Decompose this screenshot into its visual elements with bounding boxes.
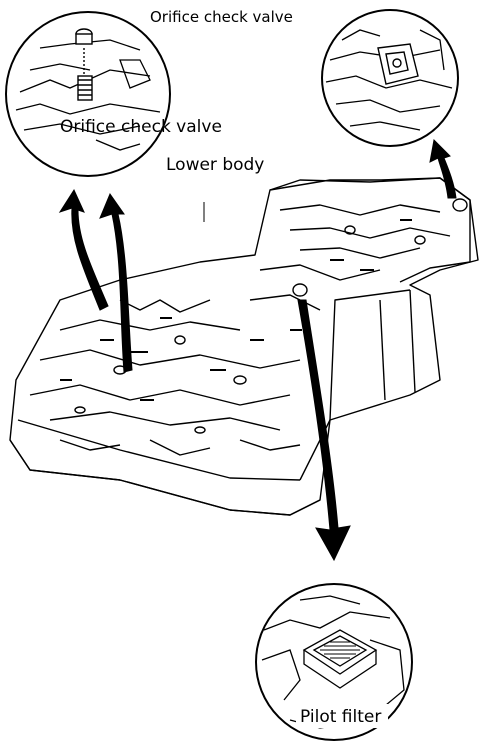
label-pilot-filter: Pilot filter	[300, 707, 381, 727]
arrow-icon	[99, 192, 133, 373]
orifice-check-valve-part-left	[75, 28, 93, 101]
orifice-check-valve-detail-right	[321, 9, 459, 147]
arrow-icon	[429, 138, 457, 199]
orifice-check-valve-part-right	[377, 43, 419, 85]
arrow-icon	[58, 188, 109, 311]
label-orifice-check-valve-left: Orifice check valve	[60, 117, 222, 137]
label-lower-body: Lower body	[166, 155, 264, 175]
pilot-filter-part	[302, 629, 378, 689]
pilot-filter-label-bg	[296, 704, 388, 728]
label-orifice-check-valve-top: Orifice check valve	[150, 8, 293, 26]
lower-body-illustration	[9, 177, 479, 516]
arrow-icon	[297, 299, 351, 562]
orifice-check-valve-detail-left	[5, 11, 171, 177]
pilot-filter-detail	[255, 583, 413, 741]
arrows	[58, 138, 457, 562]
